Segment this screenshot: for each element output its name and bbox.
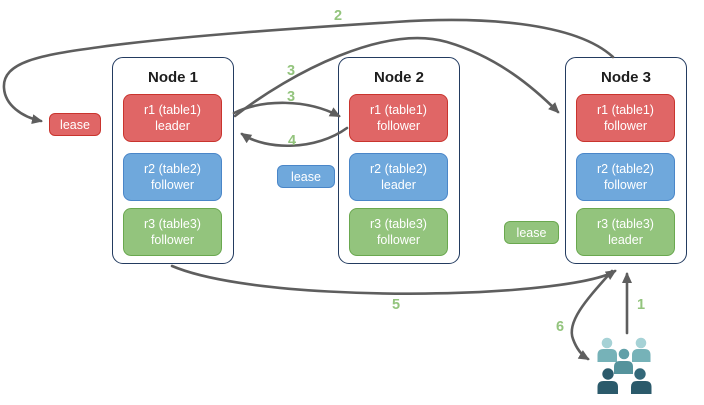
step-label-4: 4 [287,133,297,149]
lease-badge-r2: lease [277,165,335,188]
users-group-icon [597,337,652,394]
replica-name: r3 (table3) [597,216,654,231]
replica-role: follower [603,178,648,192]
replica-role: leader [608,233,643,247]
lease-badge-r1: lease [49,113,101,136]
replica-box-r3: r3 (table3) leader [576,208,675,256]
replica-name: r2 (table2) [144,161,201,176]
person-icon [614,348,633,374]
node-box-2: Node 2 r1 (table1) follower r2 (table2) … [338,57,460,264]
person-icon [597,368,618,394]
lease-badge-r3: lease [504,221,559,244]
replica-role: follower [603,119,648,133]
replica-name: r1 (table1) [144,102,201,117]
replica-role: leader [155,119,190,133]
node-box-1: Node 1 r1 (table1) leader r2 (table2) fo… [112,57,234,264]
step-label-3b: 3 [286,89,296,105]
step-label-2: 2 [333,8,343,24]
step-label-6: 6 [555,319,565,335]
replica-name: r3 (table3) [370,216,427,231]
replica-box-r2: r2 (table2) follower [576,153,675,201]
replica-role: follower [150,178,195,192]
person-icon [631,368,652,394]
node-title: Node 1 [147,69,198,86]
step-label-1: 1 [636,297,646,313]
step-label-5: 5 [391,297,401,313]
replica-box-r3: r3 (table3) follower [123,208,222,256]
node-title: Node 3 [600,69,651,86]
replica-name: r1 (table1) [370,102,427,117]
person-icon [597,337,617,362]
replica-role: follower [150,233,195,247]
arrow-step-5 [170,264,617,295]
replica-role: follower [376,119,421,133]
replica-role: follower [376,233,421,247]
replica-name: r2 (table2) [370,161,427,176]
replica-box-r2: r2 (table2) follower [123,153,222,201]
replica-box-r3: r3 (table3) follower [349,208,448,256]
replica-role: leader [381,178,416,192]
replica-name: r2 (table2) [597,161,654,176]
replica-box-r2: r2 (table2) leader [349,153,448,201]
arrow-step-2 [2,18,615,125]
replica-name: r1 (table1) [597,102,654,117]
node-box-3: Node 3 r1 (table1) follower r2 (table2) … [565,57,687,264]
person-icon [632,337,651,362]
replica-box-r1: r1 (table1) leader [123,94,222,142]
replica-name: r3 (table3) [144,216,201,231]
replica-box-r1: r1 (table1) follower [349,94,448,142]
replica-box-r1: r1 (table1) follower [576,94,675,142]
node-title: Node 2 [373,69,424,86]
step-label-3a: 3 [286,63,296,79]
